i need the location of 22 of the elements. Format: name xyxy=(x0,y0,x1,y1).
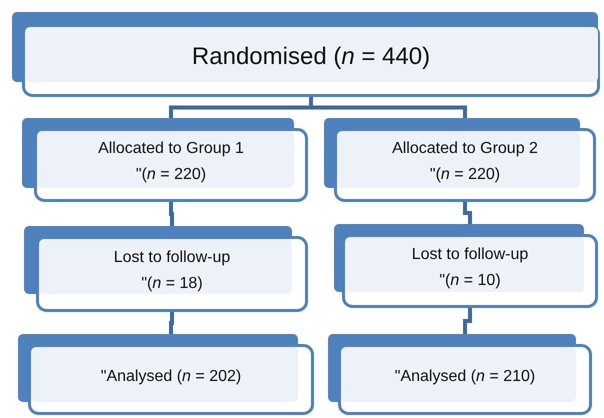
box-text: Lost to follow-up xyxy=(114,248,230,268)
box-text: "(n = 18) xyxy=(141,274,203,294)
connector-line xyxy=(169,312,174,334)
process-box xyxy=(324,118,596,202)
connector-line xyxy=(169,202,174,226)
box-text: Allocated to Group 1 xyxy=(98,139,244,160)
connector-line xyxy=(463,308,472,334)
box-text: "Analysed (n = 210) xyxy=(394,366,536,387)
process-box xyxy=(18,334,314,415)
process-box xyxy=(328,334,592,415)
box-text: Lost to follow-up xyxy=(412,245,528,266)
box-text: "Analysed (n = 202) xyxy=(100,366,242,387)
process-box xyxy=(22,118,308,202)
process-box xyxy=(24,226,308,312)
box-text: Randomised (n = 440) xyxy=(192,42,430,72)
box-text: "(n = 220) xyxy=(136,165,206,185)
box-text: Allocated to Group 2 xyxy=(392,139,538,160)
connector-line xyxy=(463,202,472,224)
process-box xyxy=(12,12,600,97)
box-text: "(n = 10) xyxy=(439,271,501,291)
process-box xyxy=(334,224,598,308)
box-text: "(n = 220) xyxy=(430,165,500,185)
